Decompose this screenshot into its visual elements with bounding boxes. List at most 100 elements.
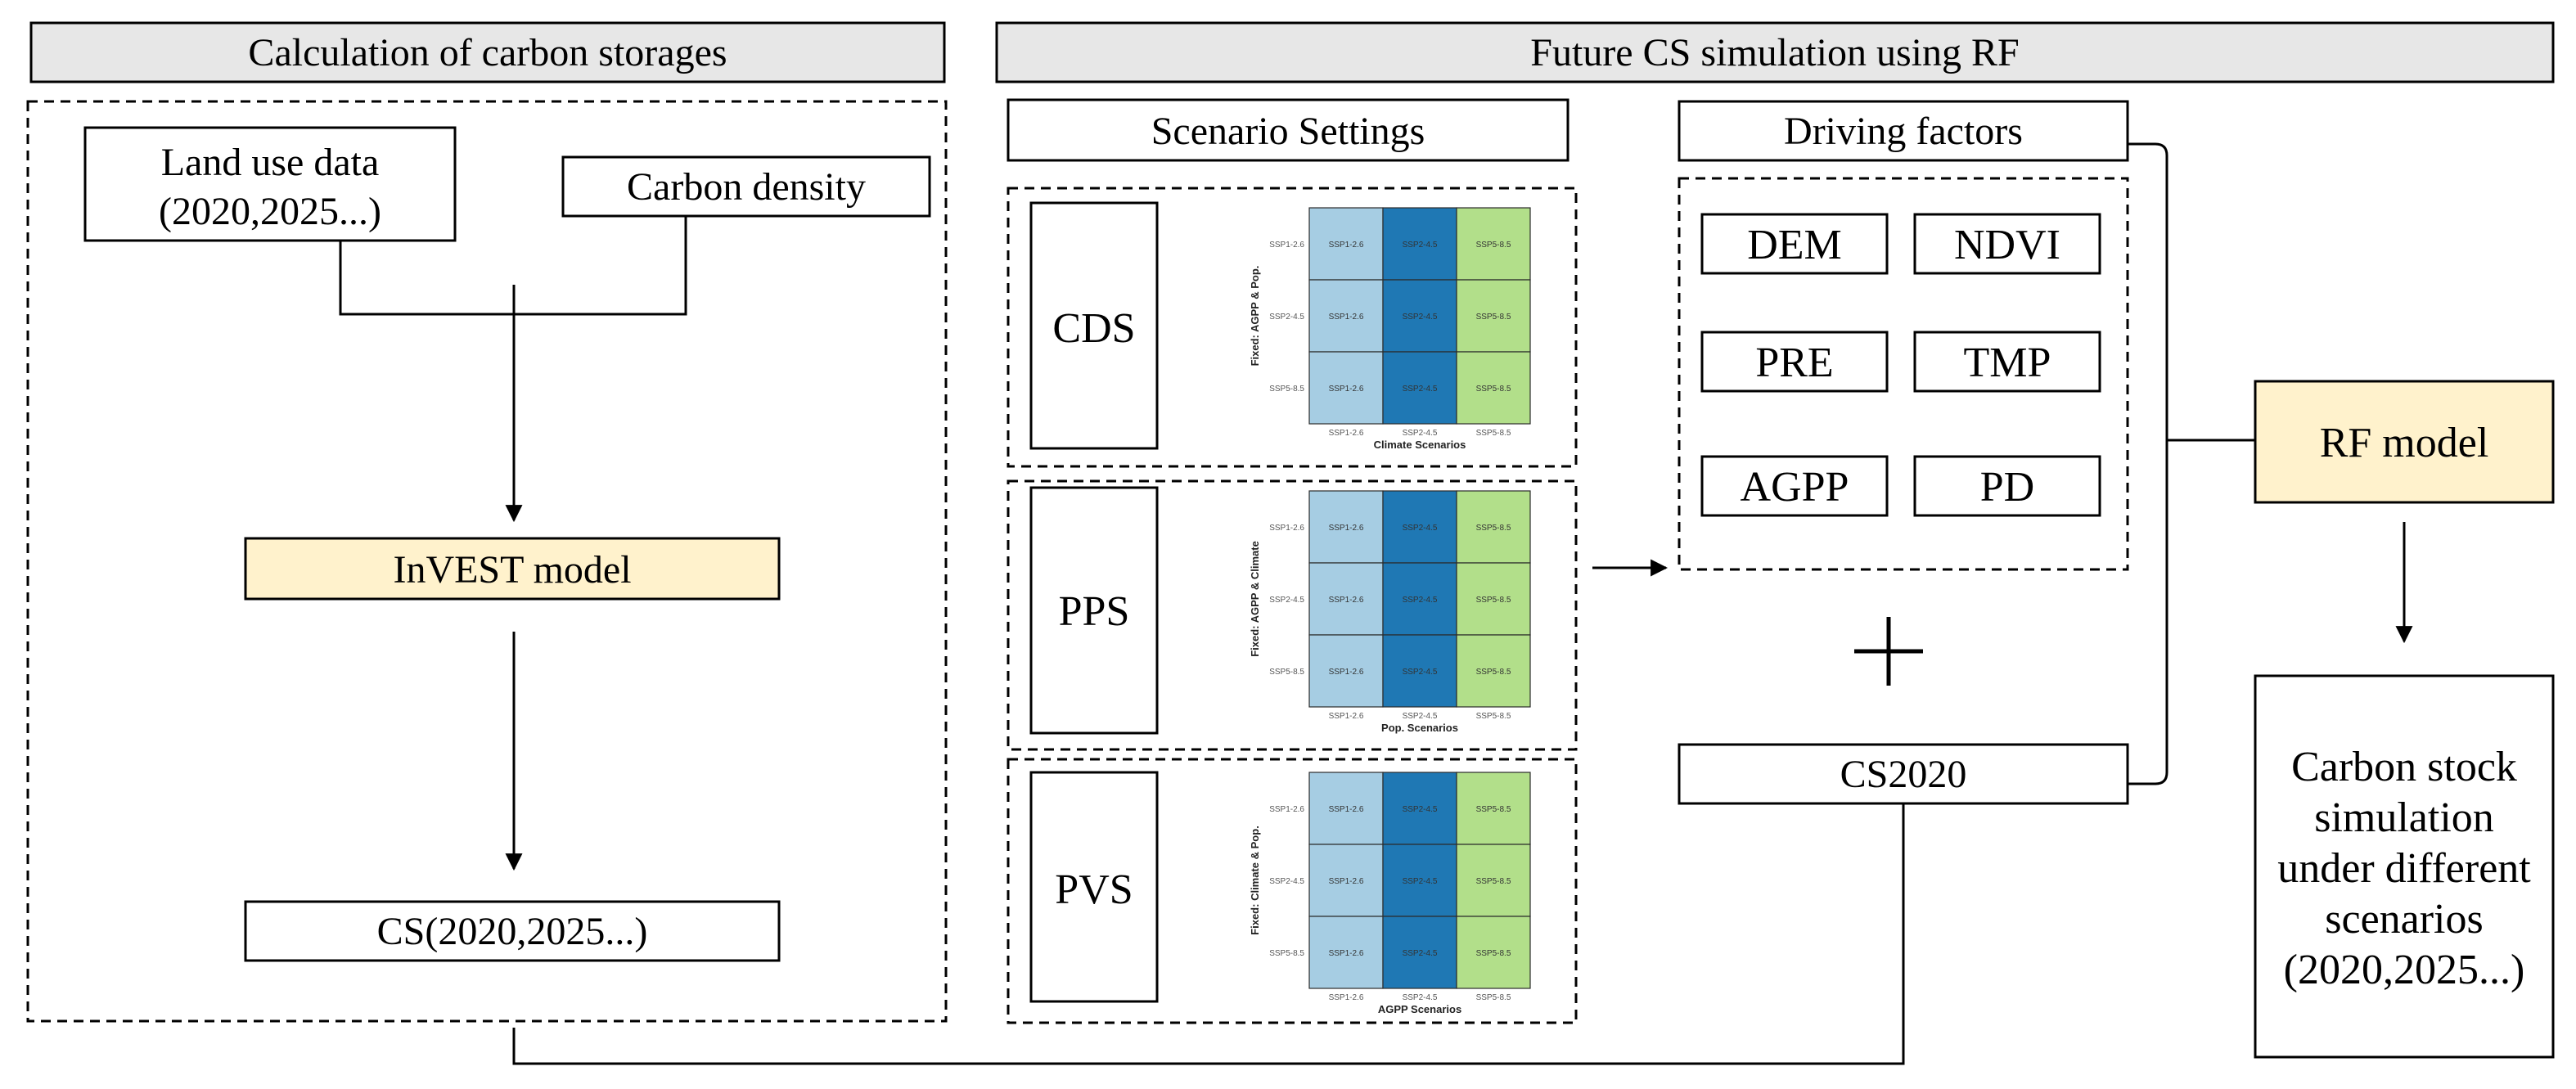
mini-grid-cell xyxy=(1382,207,1457,281)
mini-grid-row-tick: SSP2-4.5 xyxy=(1269,313,1304,322)
land-use-line2: (2020,2025...) xyxy=(159,190,381,233)
mini-grid-row-tick: SSP2-4.5 xyxy=(1269,596,1304,605)
mini-grid-cell-label: SSP1-2.6 xyxy=(1329,949,1364,958)
factor-pd: PD xyxy=(1913,455,2101,517)
mini-grid-cell-label: SSP1-2.6 xyxy=(1329,313,1364,322)
mini-grid-xlabel: Pop. Scenarios xyxy=(1381,722,1458,734)
mini-grid-cell xyxy=(1456,351,1531,425)
mini-grid-cell-label: SSP5-8.5 xyxy=(1476,805,1511,814)
output-line-5: (2020,2025...) xyxy=(2284,947,2525,993)
mini-grid-cell-label: SSP5-8.5 xyxy=(1476,596,1511,605)
carbon-density-box: Carbon density xyxy=(561,155,931,218)
mini-grid-cell-label: SSP5-8.5 xyxy=(1476,241,1511,250)
mini-grid-cell xyxy=(1308,207,1384,281)
cds-label-box: CDS xyxy=(1029,201,1159,450)
mini-grid-cell-label: SSP1-2.6 xyxy=(1329,668,1364,677)
scenario-mini-grids: SSP1-2.6SSP1-2.6SSP1-2.6SSP2-4.5SSP2-4.5… xyxy=(1249,207,1531,1015)
output-box: Carbon stock simulation under different … xyxy=(2254,674,2555,1059)
mini-grid-cell xyxy=(1308,562,1384,636)
mini-grid-col-tick: SSP1-2.6 xyxy=(1329,429,1364,438)
mini-grid-cell xyxy=(1308,772,1384,845)
mini-grid-row-tick: SSP1-2.6 xyxy=(1269,524,1304,533)
mini-grid-cell xyxy=(1382,279,1457,353)
mini-grid-cell-label: SSP2-4.5 xyxy=(1403,524,1438,533)
output-line-4: scenarios xyxy=(2325,896,2483,943)
carbon-density-text: Carbon density xyxy=(627,165,866,209)
pps-label-box: PPS xyxy=(1029,486,1159,735)
mini-grid-cell-label: SSP2-4.5 xyxy=(1403,668,1438,677)
factor-agpp: AGPP xyxy=(1700,455,1889,517)
factor-pre-text: PRE xyxy=(1755,340,1833,386)
mini-grid-pps: SSP1-2.6SSP1-2.6SSP1-2.6SSP2-4.5SSP2-4.5… xyxy=(1249,490,1531,734)
cs2020-text: CS2020 xyxy=(1840,753,1967,796)
left-panel-frame xyxy=(26,100,948,1023)
right-header-text: Future CS simulation using RF xyxy=(1530,31,2019,74)
mini-grid-row-tick: SSP5-8.5 xyxy=(1269,668,1304,677)
mini-grid-row-tick: SSP1-2.6 xyxy=(1269,805,1304,814)
mini-grid-col-tick: SSP1-2.6 xyxy=(1329,712,1364,721)
factor-ndvi-text: NDVI xyxy=(1954,222,2060,268)
cs-output-box: CS(2020,2025...) xyxy=(244,900,781,962)
driving-factors-text: Driving factors xyxy=(1784,110,2023,153)
factor-pd-text: PD xyxy=(1980,464,2034,511)
driving-factors-frame xyxy=(1678,177,2129,571)
factor-pre: PRE xyxy=(1700,331,1889,393)
mini-grid-cds: SSP1-2.6SSP1-2.6SSP1-2.6SSP2-4.5SSP2-4.5… xyxy=(1249,207,1531,451)
mini-grid-cell-label: SSP1-2.6 xyxy=(1329,596,1364,605)
mini-grid-cell xyxy=(1308,351,1384,425)
left-header-text: Calculation of carbon storages xyxy=(248,31,727,74)
mini-grid-xlabel: Climate Scenarios xyxy=(1374,439,1466,451)
factor-tmp: TMP xyxy=(1913,331,2101,393)
pvs-frame xyxy=(1007,758,1578,1024)
pps-frame xyxy=(1007,479,1578,751)
mini-grid-cell-label: SSP5-8.5 xyxy=(1476,385,1511,394)
output-line-1: Carbon stock xyxy=(2291,744,2517,790)
output-line-2: simulation xyxy=(2314,794,2494,841)
mini-grid-cell xyxy=(1308,490,1384,564)
mini-grid-cell xyxy=(1456,772,1531,845)
mini-grid-xlabel: AGPP Scenarios xyxy=(1378,1003,1461,1015)
mini-grid-ylabel: Fixed: AGPP & Climate xyxy=(1249,541,1261,657)
mini-grid-cell xyxy=(1456,916,1531,989)
mini-grid-cell-label: SSP2-4.5 xyxy=(1403,805,1438,814)
cs2020-box: CS2020 xyxy=(1678,743,2129,805)
mini-grid-ylabel: Fixed: AGPP & Pop. xyxy=(1249,266,1261,367)
mini-grid-cell xyxy=(1382,351,1457,425)
mini-grid-cell-label: SSP2-4.5 xyxy=(1403,313,1438,322)
mini-grid-cell xyxy=(1308,279,1384,353)
mini-grid-cell xyxy=(1308,844,1384,917)
mini-grid-cell xyxy=(1382,490,1457,564)
invest-model-text: InVEST model xyxy=(393,548,631,592)
feedback-connector xyxy=(512,803,1905,1065)
mini-grid-col-tick: SSP5-8.5 xyxy=(1476,993,1511,1002)
mini-grid-row-tick: SSP5-8.5 xyxy=(1269,385,1304,394)
land-use-box: Land use data (2020,2025...) xyxy=(83,126,457,242)
mini-grid-cell-label: SSP2-4.5 xyxy=(1403,877,1438,886)
mini-grid-cell xyxy=(1382,562,1457,636)
pvs-label: PVS xyxy=(1055,866,1133,913)
output-line-3: under different xyxy=(2277,845,2531,892)
mini-grid-cell-label: SSP1-2.6 xyxy=(1329,877,1364,886)
factor-agpp-text: AGPP xyxy=(1741,464,1849,511)
mini-grid-cell xyxy=(1456,634,1531,708)
mini-grid-cell-label: SSP5-8.5 xyxy=(1476,313,1511,322)
mini-grid-col-tick: SSP2-4.5 xyxy=(1403,993,1438,1002)
mini-grid-col-tick: SSP5-8.5 xyxy=(1476,712,1511,721)
factor-dem: DEM xyxy=(1700,213,1889,275)
mini-grid-col-tick: SSP2-4.5 xyxy=(1403,429,1438,438)
mini-grid-cell-label: SSP1-2.6 xyxy=(1329,524,1364,533)
rf-model-box: RF model xyxy=(2254,380,2555,504)
mini-grid-col-tick: SSP1-2.6 xyxy=(1329,993,1364,1002)
mini-grid-pvs: SSP1-2.6SSP1-2.6SSP1-2.6SSP2-4.5SSP2-4.5… xyxy=(1249,772,1531,1015)
invest-model-box: InVEST model xyxy=(244,537,781,601)
cds-frame xyxy=(1007,187,1578,468)
mini-grid-ylabel: Fixed: Climate & Pop. xyxy=(1249,826,1261,935)
factor-dem-text: DEM xyxy=(1747,222,1842,268)
bracket-connector xyxy=(2128,142,2168,785)
mini-grid-cell-label: SSP5-8.5 xyxy=(1476,949,1511,958)
pps-label: PPS xyxy=(1059,588,1130,635)
mini-grid-cell-label: SSP2-4.5 xyxy=(1403,241,1438,250)
mini-grid-row-tick: SSP5-8.5 xyxy=(1269,949,1304,958)
mini-grid-cell xyxy=(1456,279,1531,353)
